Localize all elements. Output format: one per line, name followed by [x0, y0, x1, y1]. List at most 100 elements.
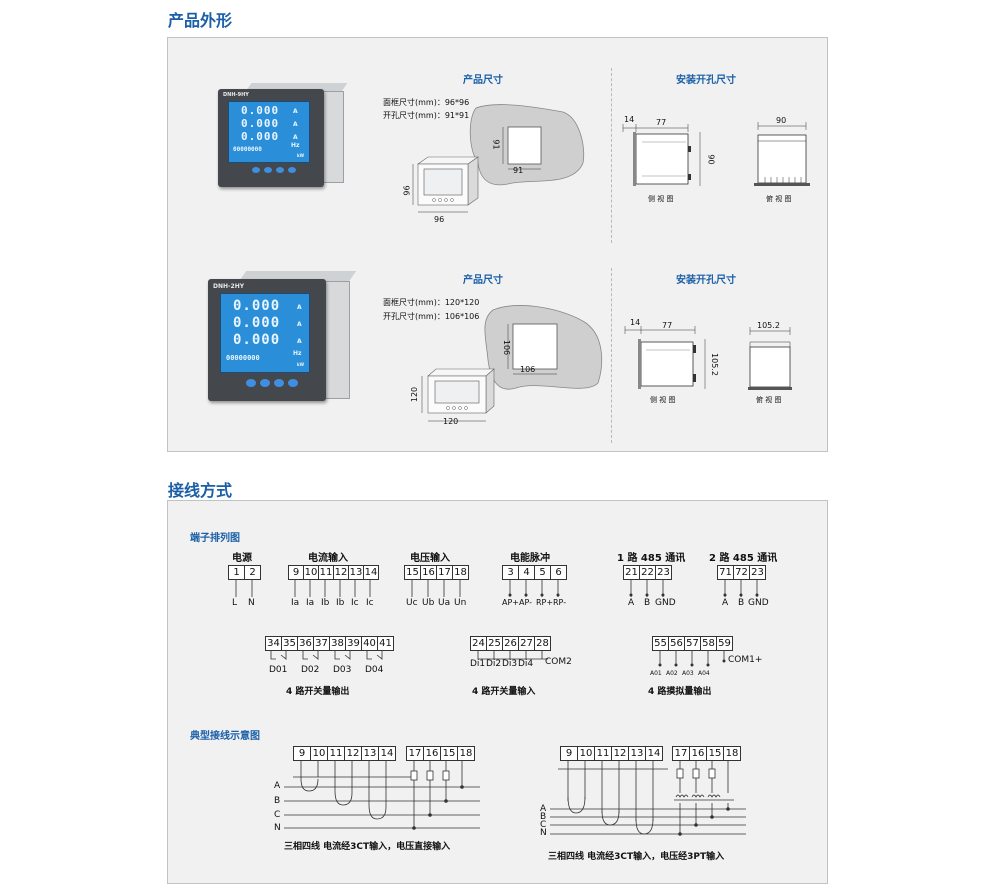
dims-title-2: 产品尺寸	[463, 275, 503, 286]
divider	[611, 68, 612, 243]
terminal-signal: Ub	[422, 598, 435, 608]
meter-button	[276, 167, 284, 173]
analog-output-terminals: 55 56 57 58 59	[652, 636, 733, 651]
pulse-terminals: 3 4 5 6	[502, 565, 567, 580]
meter-button	[288, 379, 298, 387]
terminal-signal: Di3	[502, 659, 518, 669]
meter-photo-1: DNH-9HY 0.000 0.000 0.000 A A A 00000000…	[218, 83, 348, 193]
terminal-signal: Ic	[351, 598, 359, 608]
meter-button	[260, 379, 270, 387]
rs485-1-terminals: 21 22 23	[623, 565, 672, 580]
meter-button	[288, 167, 296, 173]
side-depth-a-2: 14	[630, 318, 641, 327]
side-depth-b-2: 77	[662, 321, 673, 330]
aout-caption: 4 路摸拟量输出	[648, 687, 712, 697]
current-input-title: 电流输入	[308, 553, 348, 564]
terminal-signal: B	[738, 598, 745, 608]
phase-label: C	[540, 820, 547, 830]
terminal-layout-title: 端子排列图	[190, 533, 240, 544]
terminal-signal: A02	[666, 670, 678, 677]
dims-drawing-1	[412, 104, 810, 213]
terminal-signal: A	[628, 598, 635, 608]
dims-title-1: 产品尺寸	[463, 75, 503, 86]
terminal-signal: Ic	[366, 598, 374, 608]
terminal-signal: Ia	[291, 598, 300, 608]
top-view-label-2: 俯 视 图	[756, 396, 782, 404]
terminal-signal: Ua	[438, 598, 451, 608]
terminal-signal: A	[722, 598, 729, 608]
terminal-signal: B	[644, 598, 651, 608]
voltage-input-title: 电压输入	[410, 553, 450, 564]
phase-label: B	[540, 812, 547, 822]
side-height-2: 105.2	[709, 353, 719, 376]
terminal-signal: Di2	[486, 659, 502, 669]
appearance-panel: DNH-9HY 0.000 0.000 0.000 A A A 00000000…	[167, 37, 828, 452]
top-width-1: 90	[776, 116, 787, 125]
meter-button	[252, 167, 260, 173]
meter-screen: 0.000 0.000 0.000 A A A 00000000 Hz kW	[228, 101, 310, 163]
terminal-signal: L	[232, 598, 238, 608]
side-view-label-1: 侧 视 图	[648, 195, 674, 203]
terminal-signal: D04	[365, 665, 384, 675]
meter-photo-2: DNH-2HY 0.000 0.000 0.000 A A A 00000000…	[208, 271, 358, 411]
cutout-size-1: 开孔尺寸(mm)：91*91	[383, 111, 470, 120]
side-depth-b-1: 77	[656, 118, 667, 127]
terminal-signal: D02	[301, 665, 320, 675]
power-terminals: 1 2	[228, 565, 261, 580]
terminal-signal: GND	[748, 598, 769, 608]
terminal-signal: Ib	[336, 598, 345, 608]
pulse-title: 电能脉冲	[510, 553, 550, 564]
frame-size-2: 面框尺寸(mm)：120*120	[383, 298, 480, 307]
side-depth-a-1: 14	[624, 115, 635, 124]
diagram-2-current-terminals: 9 10 11 12 13 14	[560, 746, 663, 761]
power-title: 电源	[232, 553, 252, 564]
meter-button	[264, 167, 272, 173]
terminal-signal: Uc	[406, 598, 418, 608]
cut-height-2: 106	[502, 339, 512, 356]
diagram-1-current-terminals: 9 10 11 12 13 14	[293, 746, 396, 761]
mount-title-1: 安装开孔尺寸	[676, 75, 736, 86]
cut-width-2: 106	[520, 365, 536, 374]
digital-input-terminals: 24 25 26 27 28	[470, 636, 551, 651]
mount-title-2: 安装开孔尺寸	[676, 275, 736, 286]
voltage-terminals: 15 16 17 18	[404, 565, 469, 580]
rs485-2-title: 2 路 485 通讯	[709, 553, 778, 564]
top-view-label-1: 俯 视 图	[766, 195, 792, 203]
section-title-appearance: 产品外形	[168, 11, 233, 30]
terminal-signal: GND	[655, 598, 676, 608]
terminal-signal: D03	[333, 665, 352, 675]
terminal-signal: A03	[682, 670, 694, 677]
diagram-2-caption: 三相四线 电流经3CT输入，电压经3PT输入	[548, 852, 725, 862]
typical-wiring-title: 典型接线示意图	[190, 731, 260, 742]
terminal-signal: A04	[698, 670, 710, 677]
terminal-signal: N	[248, 598, 255, 608]
cut-width-1: 91	[513, 166, 524, 175]
phase-label: N	[274, 823, 281, 833]
meter-button	[274, 379, 284, 387]
rs485-1-title: 1 路 485 通讯	[617, 553, 686, 564]
diagram-1-voltage-terminals: 17 16 15 18	[406, 746, 475, 761]
meter-brand: DNH-9HY	[223, 92, 249, 98]
din-caption: 4 路开关量输入	[472, 687, 536, 697]
diagram-2-voltage-terminals: 17 16 15 18	[672, 746, 741, 761]
typical-wiring-drawing	[284, 761, 746, 836]
phase-label: B	[274, 796, 281, 806]
top-width-2: 105.2	[757, 321, 780, 330]
phase-label: A	[540, 804, 547, 814]
terminal-signal: COM1+	[728, 655, 763, 665]
terminal-signal: D01	[269, 665, 288, 675]
dims-drawing-2	[421, 305, 792, 422]
rs485-2-terminals: 71 72 23	[717, 565, 766, 580]
terminal-stems	[235, 580, 759, 667]
phase-label: A	[274, 781, 281, 791]
side-view-label-2: 侧 视 图	[650, 396, 676, 404]
terminal-signal: COM2	[545, 657, 572, 667]
box-width-1: 96	[434, 215, 445, 224]
meter-screen: 0.000 0.000 0.000 A A A 00000000 Hz kW	[220, 293, 310, 373]
terminal-signal: Di4	[518, 659, 534, 669]
terminal-signal: AP-	[519, 598, 533, 607]
terminal-signal: RP-	[553, 598, 567, 607]
divider	[611, 268, 612, 443]
phase-label: N	[540, 828, 547, 838]
wiring-panel: 端子排列图 电源 1 2 L N 电流输入 9 10 11 12 13 14 I…	[167, 500, 828, 884]
